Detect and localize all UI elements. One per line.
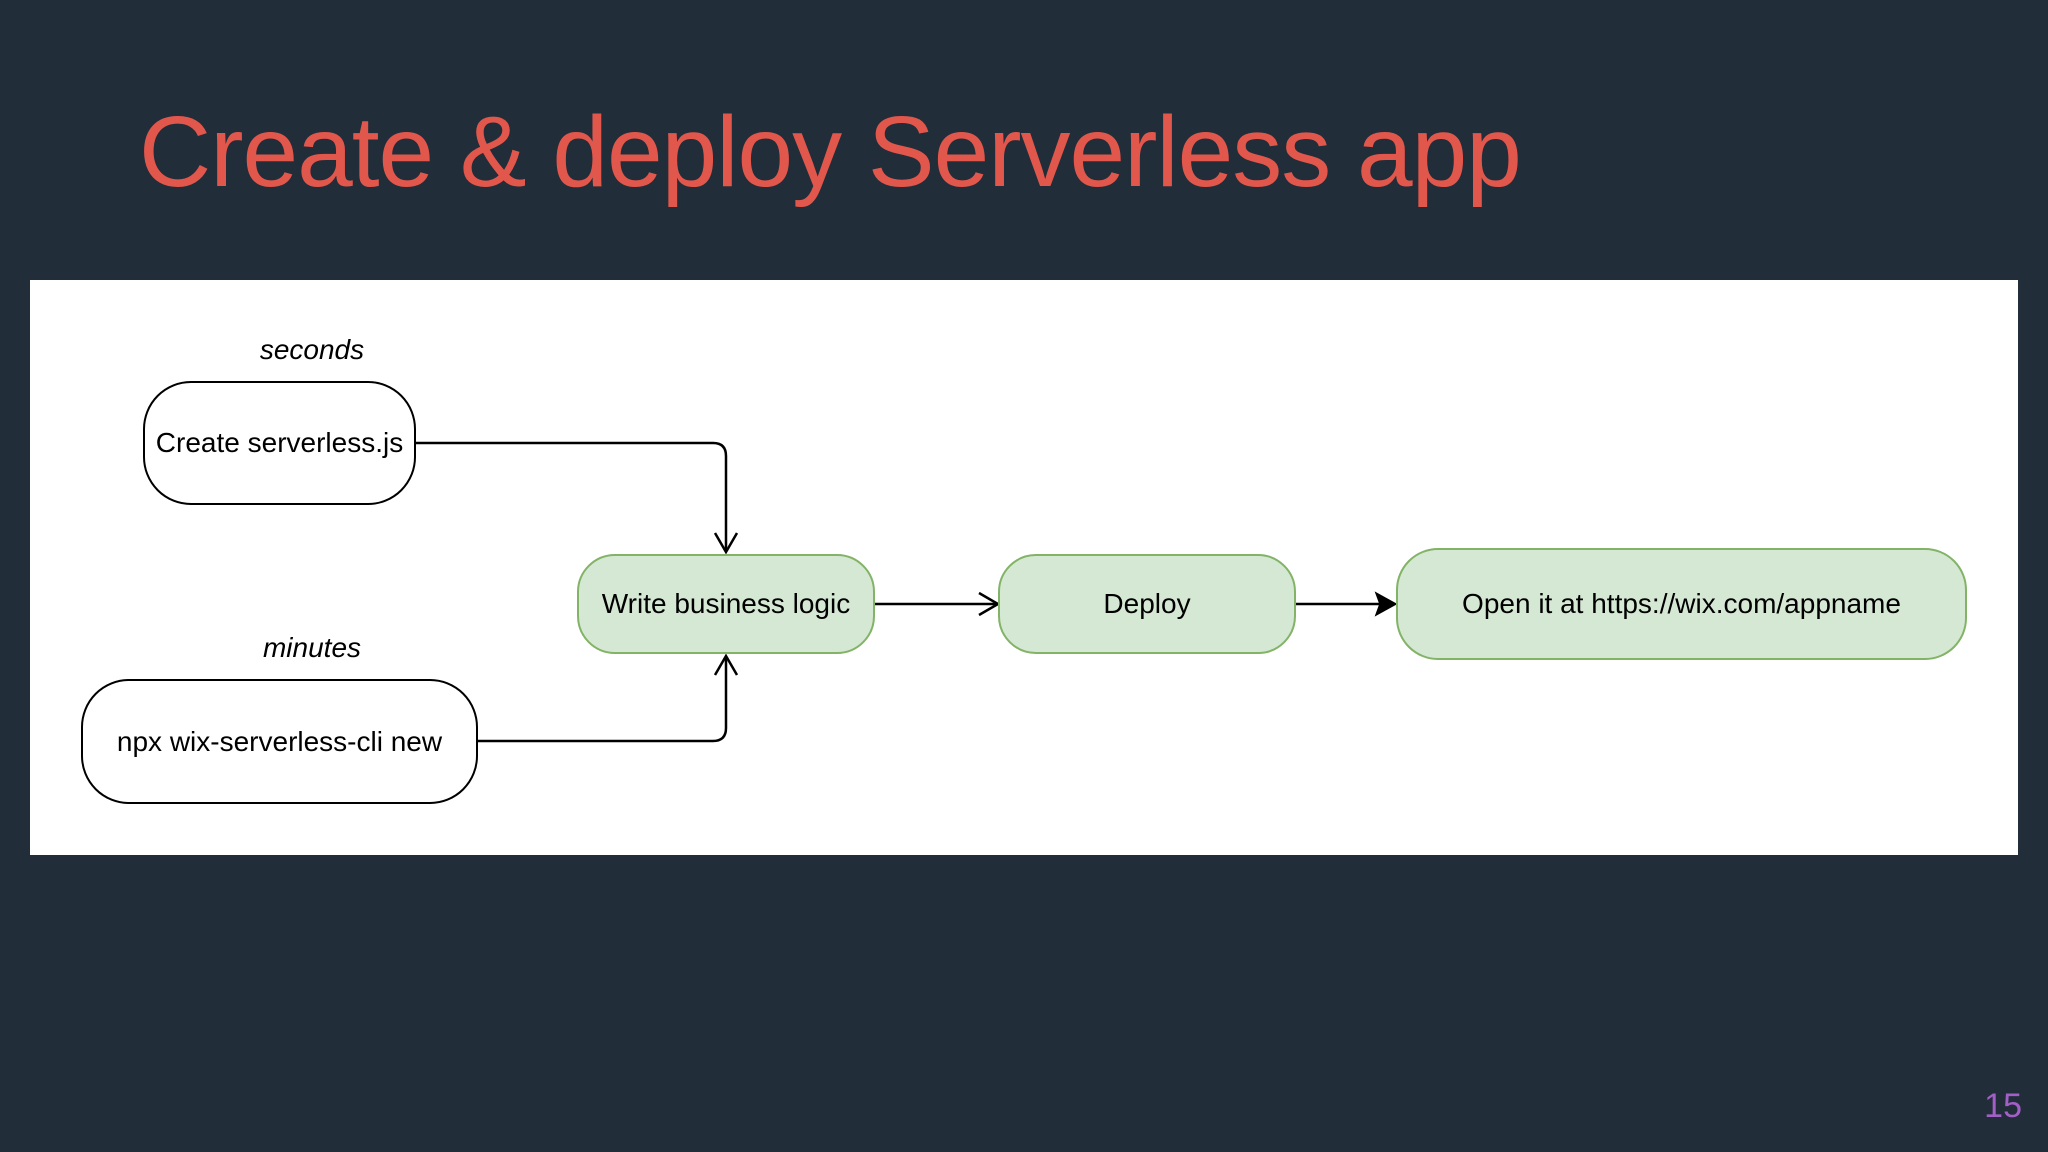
connector-npx-to-logic-line xyxy=(478,658,728,743)
arrowhead-create-to-logic xyxy=(713,532,739,555)
diagram-panel: seconds Create serverless.js minutes npx… xyxy=(30,280,2018,855)
connector-create-to-logic-line xyxy=(416,441,728,550)
create-serverless-js-node: Create serverless.js xyxy=(143,381,416,505)
slide-title: Create & deploy Serverless app xyxy=(139,96,1522,208)
seconds-label: seconds xyxy=(259,334,365,365)
minutes-label: minutes xyxy=(262,632,362,663)
npx-new-node: npx wix-serverless-cli new xyxy=(81,679,478,804)
open-url-node: Open it at https://wix.com/appname xyxy=(1396,548,1967,660)
arrowhead-npx-to-logic xyxy=(713,653,739,676)
deploy-node: Deploy xyxy=(998,554,1296,654)
arrowhead-deploy-to-open xyxy=(1374,591,1398,617)
write-business-logic-node: Write business logic xyxy=(577,554,875,654)
page-number: 15 xyxy=(1984,1087,2022,1125)
